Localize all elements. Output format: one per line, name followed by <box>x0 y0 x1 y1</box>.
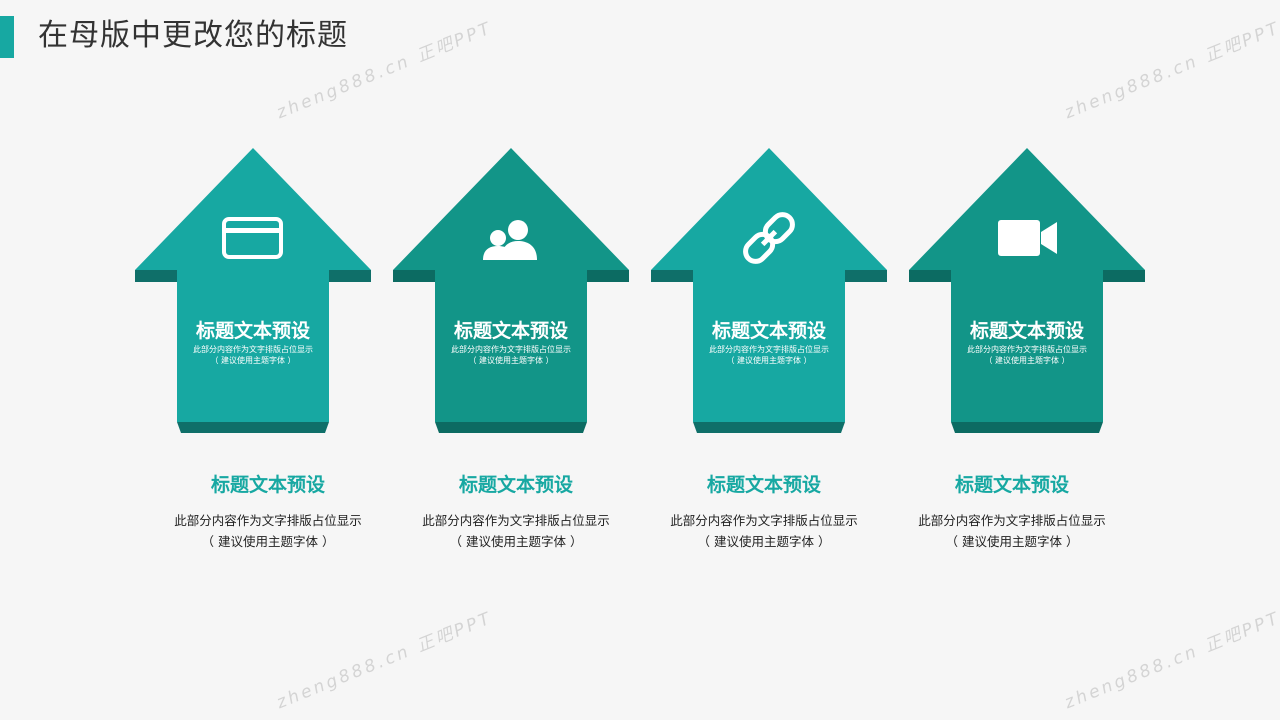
arrow-shadow <box>651 270 693 282</box>
arrow-shadow <box>909 270 951 282</box>
arrow-shadow <box>845 270 887 282</box>
item-title: 标题文本预设 <box>954 474 1069 496</box>
arrow-description: 此部分内容作为文字排版占位显示 （ 建议使用主题字体 ） <box>391 344 631 366</box>
users-icon <box>391 212 631 264</box>
arrow-body <box>393 148 629 422</box>
arrow-desc-line: （ 建议使用主题字体 ） <box>726 356 812 365</box>
arrow-card-3: 标题文本预设 此部分内容作为文字排版占位显示 （ 建议使用主题字体 ） <box>649 146 889 436</box>
arrow-card-1: 标题文本预设 此部分内容作为文字排版占位显示 （ 建议使用主题字体 ） <box>133 146 373 436</box>
arrow-description: 此部分内容作为文字排版占位显示 （ 建议使用主题字体 ） <box>907 344 1147 366</box>
text-item-1: 标题文本预设 此部分内容作为文字排版占位显示 （ 建议使用主题字体 ） <box>148 472 388 552</box>
arrow-title: 标题文本预设 <box>453 320 568 342</box>
arrow-shadow <box>1103 270 1145 282</box>
arrow-title: 标题文本预设 <box>711 320 826 342</box>
arrow-shadow <box>435 422 587 433</box>
credit-card-icon <box>133 212 373 264</box>
item-desc-line: 此部分内容作为文字排版占位显示 <box>422 513 610 528</box>
watermark: zheng888.cn 正吧PPT <box>1061 608 1280 714</box>
arrow-desc-line: （ 建议使用主题字体 ） <box>210 356 296 365</box>
arrow-desc-line: 此部分内容作为文字排版占位显示 <box>967 345 1087 354</box>
item-desc-line: （ 建议使用主题字体 ） <box>449 534 583 549</box>
arrow-desc-line: （ 建议使用主题字体 ） <box>984 356 1070 365</box>
arrow-desc-line: 此部分内容作为文字排版占位显示 <box>193 345 313 354</box>
item-description: 此部分内容作为文字排版占位显示 （ 建议使用主题字体 ） <box>644 510 884 552</box>
arrow-desc-line: 此部分内容作为文字排版占位显示 <box>709 345 829 354</box>
arrow-shadow <box>177 422 329 433</box>
arrow-shape <box>135 148 371 433</box>
watermark: zheng888.cn 正吧PPT <box>273 608 496 714</box>
arrow-shape <box>909 148 1145 433</box>
item-title: 标题文本预设 <box>210 474 325 496</box>
item-desc-line: 此部分内容作为文字排版占位显示 <box>174 513 362 528</box>
item-desc-line: 此部分内容作为文字排版占位显示 <box>918 513 1106 528</box>
arrow-shape <box>393 148 629 433</box>
arrow-shadow <box>951 422 1103 433</box>
arrow-shape <box>651 148 887 433</box>
text-item-4: 标题文本预设 此部分内容作为文字排版占位显示 （ 建议使用主题字体 ） <box>892 472 1132 552</box>
arrow-body <box>909 148 1145 422</box>
arrow-description: 此部分内容作为文字排版占位显示 （ 建议使用主题字体 ） <box>649 344 889 366</box>
arrow-card-4: 标题文本预设 此部分内容作为文字排版占位显示 （ 建议使用主题字体 ） <box>907 146 1147 436</box>
arrow-shadow <box>329 270 371 282</box>
video-camera-icon <box>907 212 1147 264</box>
link-icon <box>649 212 889 264</box>
item-description: 此部分内容作为文字排版占位显示 （ 建议使用主题字体 ） <box>148 510 388 552</box>
watermark: zheng888.cn 正吧PPT <box>1061 18 1280 124</box>
page-title: 在母版中更改您的标题 <box>38 18 348 53</box>
arrow-shadow <box>693 422 845 433</box>
arrow-card-2: 标题文本预设 此部分内容作为文字排版占位显示 （ 建议使用主题字体 ） <box>391 146 631 436</box>
arrow-shadow <box>587 270 629 282</box>
title-accent-bar <box>0 16 14 58</box>
arrow-desc-line: 此部分内容作为文字排版占位显示 <box>451 345 571 354</box>
text-item-2: 标题文本预设 此部分内容作为文字排版占位显示 （ 建议使用主题字体 ） <box>396 472 636 552</box>
arrow-body <box>651 148 887 422</box>
arrow-shadow <box>393 270 435 282</box>
arrow-shadow <box>135 270 177 282</box>
arrow-description: 此部分内容作为文字排版占位显示 （ 建议使用主题字体 ） <box>133 344 373 366</box>
item-desc-line: （ 建议使用主题字体 ） <box>201 534 335 549</box>
item-description: 此部分内容作为文字排版占位显示 （ 建议使用主题字体 ） <box>892 510 1132 552</box>
item-title: 标题文本预设 <box>706 474 821 496</box>
item-desc-line: （ 建议使用主题字体 ） <box>945 534 1079 549</box>
arrow-title: 标题文本预设 <box>195 320 310 342</box>
item-desc-line: （ 建议使用主题字体 ） <box>697 534 831 549</box>
arrow-body <box>135 148 371 422</box>
arrow-desc-line: （ 建议使用主题字体 ） <box>468 356 554 365</box>
item-title: 标题文本预设 <box>458 474 573 496</box>
item-desc-line: 此部分内容作为文字排版占位显示 <box>670 513 858 528</box>
text-item-3: 标题文本预设 此部分内容作为文字排版占位显示 （ 建议使用主题字体 ） <box>644 472 884 552</box>
arrow-title: 标题文本预设 <box>969 320 1084 342</box>
item-description: 此部分内容作为文字排版占位显示 （ 建议使用主题字体 ） <box>396 510 636 552</box>
